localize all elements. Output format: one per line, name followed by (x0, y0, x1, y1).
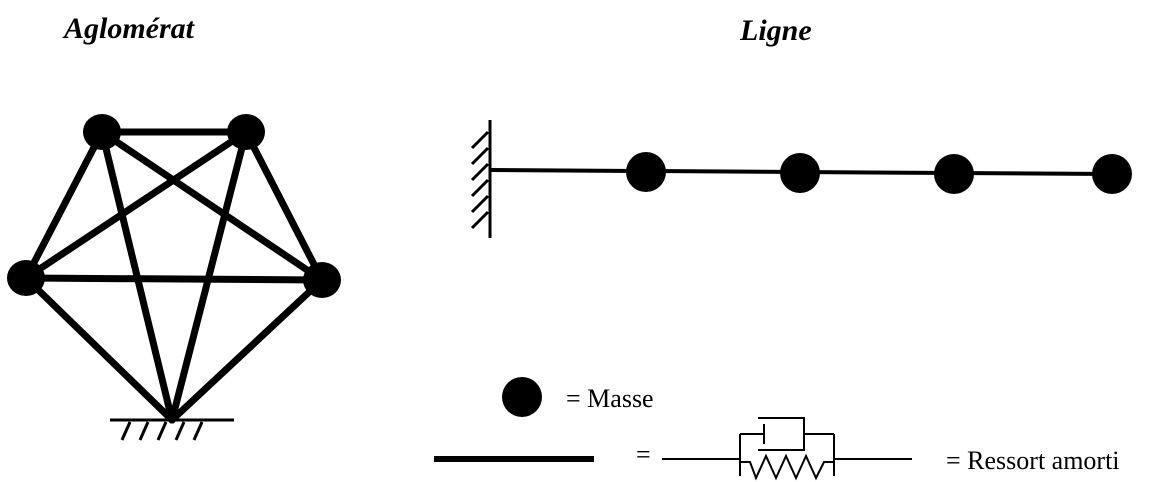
mass-top-right (227, 114, 265, 150)
wall-hatch (470, 178, 490, 198)
mass-2 (780, 153, 820, 193)
mass-3 (934, 154, 974, 194)
link-right-bottom (168, 276, 326, 424)
ground-hatch (120, 421, 132, 441)
link-left-right (22, 274, 326, 284)
legend-mass-label: = Masse (566, 384, 654, 413)
ground-hatch (156, 421, 168, 441)
agglomerate-ground (110, 418, 234, 441)
wall-hatch (470, 146, 490, 166)
line-masses (626, 152, 1132, 194)
link-top-left-right (98, 128, 326, 284)
link-top-left-bottom (98, 128, 176, 424)
legend-spring-label: = Ressort amorti (946, 446, 1120, 475)
mass-right (303, 262, 341, 298)
spring-zigzag (740, 453, 834, 481)
link-left-bottom (22, 274, 176, 424)
legend-equals-sign: = (636, 440, 651, 469)
agglomerate-diagram (22, 128, 326, 424)
link-top-right-bottom (168, 128, 250, 424)
wall-hatch (470, 210, 490, 230)
mass-4 (1092, 154, 1132, 194)
title-agglomerate: Aglomérat (64, 12, 195, 45)
ground-hatch (192, 421, 204, 441)
mass-left (7, 260, 45, 296)
mass-top-left (83, 114, 121, 150)
legend-damped-spring-symbol (662, 417, 912, 481)
mass-1 (626, 152, 666, 192)
link-top-right-right (242, 128, 326, 284)
link-top-left-left (22, 128, 106, 282)
agglomerate-masses (7, 114, 341, 298)
wall-hatch (470, 130, 490, 150)
legend-mass-symbol (502, 377, 542, 417)
wall-hatch (470, 162, 490, 182)
title-line: Ligne (740, 14, 812, 47)
ground-hatch (138, 421, 150, 441)
link-top-right-left (22, 128, 250, 282)
ground-hatch (174, 421, 186, 441)
wall-hatch (470, 194, 490, 214)
